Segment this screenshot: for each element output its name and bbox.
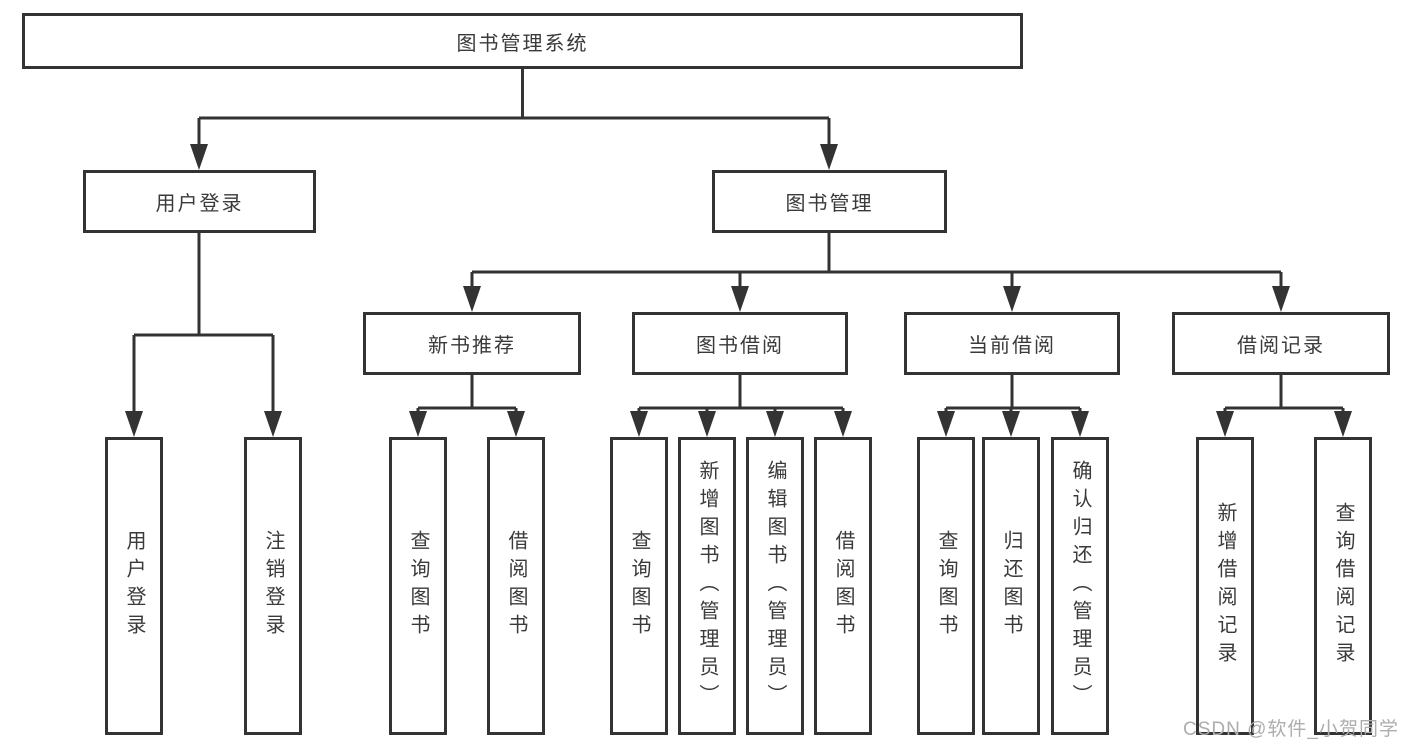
connector-borrow-records-children: [1223, 375, 1345, 425]
leaf-records-query-record-label: 查询借阅记录: [1332, 502, 1354, 670]
leaf-current-return-book: 归还图书: [982, 437, 1040, 735]
connector-new-book-children: [416, 375, 518, 425]
leaf-newrec-query-book-label: 查询图书: [407, 530, 429, 642]
leaf-user-login-label: 用户登录: [123, 530, 145, 642]
leaf-borrow-edit-book-admin: 编辑图书（管理员）: [746, 437, 804, 735]
leaf-borrow-edit-book-admin-label: 编辑图书（管理员）: [764, 460, 786, 712]
node-book-mgmt: 图书管理: [712, 170, 947, 233]
leaf-user-login: 用户登录: [105, 437, 163, 735]
connector-user-login-children: [132, 233, 275, 425]
node-book-borrow-label: 图书借阅: [696, 335, 784, 357]
arrowheads-new-book-children: [409, 411, 525, 437]
node-new-book-rec-label: 新书推荐: [428, 335, 516, 357]
node-borrow-records: 借阅记录: [1172, 312, 1390, 375]
node-root-label: 图书管理系统: [456, 32, 589, 55]
connector-book-mgmt-children: [470, 233, 1283, 295]
connector-book-borrow-children: [637, 375, 845, 425]
node-book-mgmt-label: 图书管理: [785, 193, 874, 215]
leaf-current-query-book-label: 查询图书: [935, 530, 957, 642]
leaf-current-return-book-label: 归还图书: [1000, 530, 1022, 642]
node-user-login: 用户登录: [83, 170, 316, 233]
leaf-current-query-book: 查询图书: [917, 437, 975, 735]
leaf-logout-label: 注销登录: [262, 530, 284, 642]
connector-root-to-level1: [197, 69, 831, 150]
leaf-records-add-record-label: 新增借阅记录: [1214, 502, 1236, 670]
leaf-borrow-borrow-book: 借阅图书: [814, 437, 872, 735]
leaf-borrow-add-book-admin: 新增图书（管理员）: [678, 437, 736, 735]
arrowheads-borrow-records-children: [1216, 411, 1352, 437]
leaf-logout: 注销登录: [244, 437, 302, 735]
arrowheads-book-mgmt-children: [463, 286, 1290, 312]
leaf-newrec-borrow-book: 借阅图书: [487, 437, 545, 735]
node-current-borrow: 当前借阅: [904, 312, 1120, 375]
leaf-current-confirm-return-admin-label: 确认归还（管理员）: [1069, 460, 1091, 712]
leaf-borrow-borrow-book-label: 借阅图书: [832, 530, 854, 642]
arrowheads-user-login-children: [125, 411, 282, 437]
connector-current-borrow-children: [944, 375, 1082, 425]
arrowheads-current-borrow-children: [937, 411, 1089, 437]
leaf-borrow-add-book-admin-label: 新增图书（管理员）: [696, 460, 718, 712]
leaf-borrow-query-book-label: 查询图书: [628, 530, 650, 642]
leaf-records-add-record: 新增借阅记录: [1196, 437, 1254, 735]
arrowheads-level1: [190, 144, 838, 170]
node-current-borrow-label: 当前借阅: [968, 335, 1056, 357]
leaf-records-query-record: 查询借阅记录: [1314, 437, 1372, 735]
leaf-newrec-query-book: 查询图书: [389, 437, 447, 735]
arrowheads-book-borrow-children: [630, 411, 852, 437]
node-new-book-rec: 新书推荐: [363, 312, 581, 375]
leaf-current-confirm-return-admin: 确认归还（管理员）: [1051, 437, 1109, 735]
leaf-newrec-borrow-book-label: 借阅图书: [505, 530, 527, 642]
node-borrow-records-label: 借阅记录: [1237, 335, 1325, 357]
csdn-watermark: CSDN @软件_小贺同学: [1183, 719, 1399, 740]
node-user-login-label: 用户登录: [155, 193, 244, 215]
leaf-borrow-query-book: 查询图书: [610, 437, 668, 735]
node-root: 图书管理系统: [22, 13, 1023, 69]
node-book-borrow: 图书借阅: [632, 312, 848, 375]
